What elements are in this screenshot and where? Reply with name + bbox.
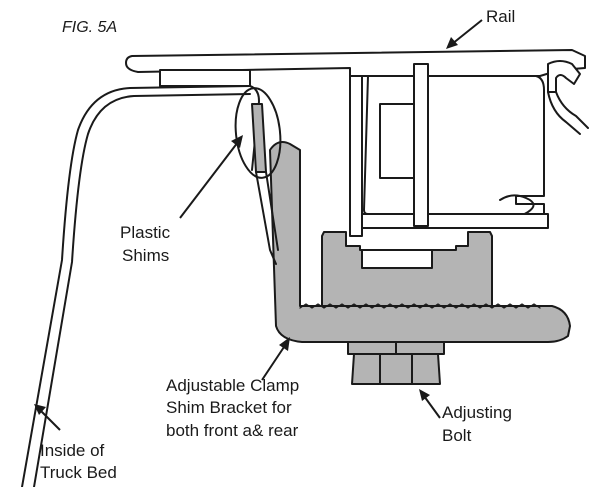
leader-arrows: [34, 19, 483, 431]
bracket-label-line-1: Adjustable Clamp: [166, 376, 299, 395]
plastic-shims-label-line-1: Plastic: [120, 223, 171, 242]
truck-bed-label-line-1: Inside of: [40, 441, 105, 460]
clamp-shim-bracket: [269, 141, 571, 343]
bracket-label-line-2: Shim Bracket for: [166, 398, 292, 417]
plastic-shims-label-line-2: Shims: [122, 246, 169, 265]
figure-number: FIG. 5A: [62, 19, 117, 36]
bracket-label-line-3: both front a& rear: [166, 421, 299, 440]
rail-label: Rail: [486, 7, 515, 26]
rail: [125, 49, 589, 237]
t-bolt-plate: [379, 63, 429, 227]
adjusting-bolt: [347, 341, 445, 385]
bolt-label-line-2: Bolt: [442, 426, 472, 445]
truck-bed-label-line-2: Truck Bed: [40, 463, 117, 482]
plastic-shims: [234, 87, 282, 265]
bolt-label-line-1: Adjusting: [442, 403, 512, 422]
